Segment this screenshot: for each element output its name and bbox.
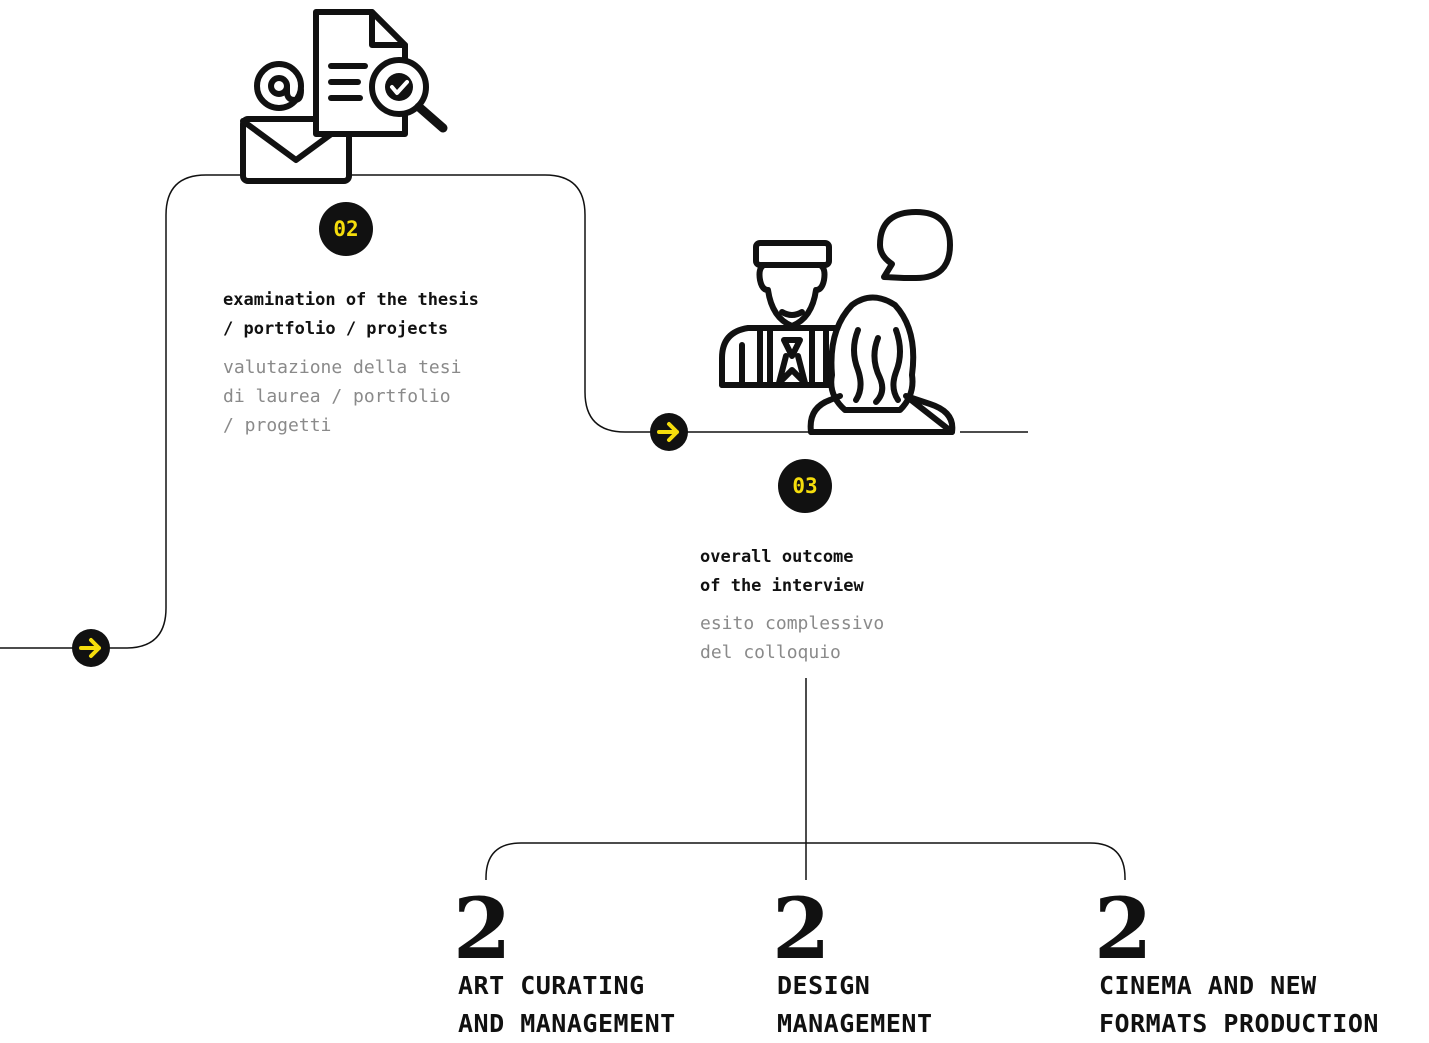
- course-name-line: MANAGEMENT: [777, 1009, 933, 1038]
- step-03-subtitle-line: esito complessivo: [700, 613, 885, 634]
- step-03-title-line: overall outcome: [700, 547, 854, 567]
- step-02-subtitle-line: / progetti: [223, 415, 332, 436]
- step-number-badge-03: 03: [778, 459, 832, 513]
- step-02-title-line: examination of the thesis: [223, 290, 479, 310]
- arrow-right-icon-glyph: [657, 422, 679, 442]
- step-03-title-line: of the interview: [700, 576, 864, 596]
- course-name-line: ART CURATING: [458, 971, 645, 1000]
- connector-step2-to-step3: [352, 174, 808, 433]
- course-name-line: CINEMA AND NEW: [1099, 971, 1317, 1000]
- step-02-subtitle: valutazione della tesi di laurea / portf…: [223, 353, 461, 440]
- arrow-right-icon: [650, 413, 688, 451]
- course-name-line: AND MANAGEMENT: [458, 1009, 676, 1038]
- course-name-cinema-formats: CINEMA AND NEW FORMATS PRODUCTION: [1099, 967, 1379, 1043]
- step-number-badge-02: 02: [319, 202, 373, 256]
- arrow-right-icon: [72, 629, 110, 667]
- arrow-right-icon-glyph: [79, 638, 101, 658]
- course-name-design-management: DESIGN MANAGEMENT: [777, 967, 933, 1043]
- connector-start: [0, 174, 241, 649]
- interview-people-icon: [719, 209, 956, 435]
- step-02-subtitle-line: valutazione della tesi: [223, 357, 462, 378]
- step-02-subtitle-line: di laurea / portfolio: [223, 386, 451, 407]
- document-search-email-icon: [240, 9, 448, 184]
- step-03-subtitle-line: del colloquio: [700, 642, 841, 663]
- step-02-title: examination of the thesis / portfolio / …: [223, 286, 479, 344]
- course-name-line: FORMATS PRODUCTION: [1099, 1009, 1379, 1038]
- step-02-title-line: / portfolio / projects: [223, 319, 449, 339]
- step-03-title: overall outcome of the interview: [700, 543, 864, 601]
- course-count: 2: [1094, 879, 1153, 978]
- step-03-subtitle: esito complessivo del colloquio: [700, 609, 884, 667]
- course-name-art-curating: ART CURATING AND MANAGEMENT: [458, 967, 676, 1043]
- course-name-line: DESIGN: [777, 971, 871, 1000]
- courses-bracket: [485, 842, 1126, 880]
- course-count: 2: [453, 879, 512, 978]
- course-count: 2: [772, 879, 831, 978]
